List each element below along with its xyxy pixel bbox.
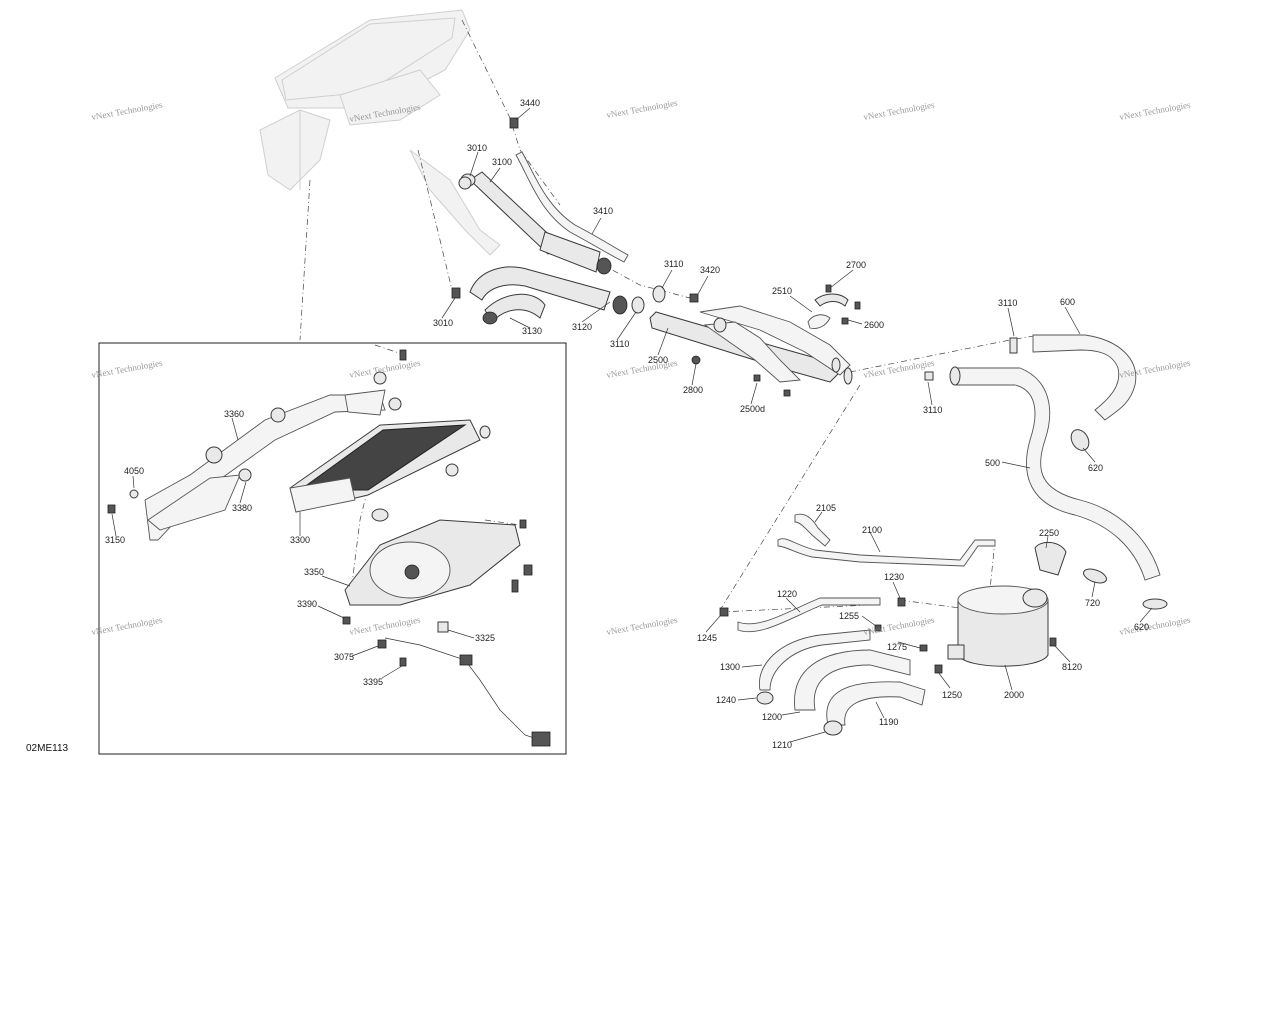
leader-lines [111, 107, 1153, 743]
callout-1250: 1250 [942, 690, 962, 700]
callout-1220: 1220 [777, 589, 797, 599]
callout-3325: 3325 [475, 633, 495, 643]
callout-1275: 1275 [887, 642, 907, 652]
ghost-radiator-assembly [259, 9, 501, 256]
callout-720: 720 [1085, 598, 1100, 608]
watermark: vNext Technologies [606, 615, 679, 637]
callout-1240: 1240 [716, 695, 736, 705]
callout-2500: 2500 [648, 355, 668, 365]
callout-2600: 2600 [864, 320, 884, 330]
callout-600: 600 [1060, 297, 1075, 307]
callout-3110: 3110 [923, 405, 942, 415]
callout-2510: 2510 [772, 286, 792, 296]
callout-3100: 3100 [492, 157, 512, 167]
callout-3110: 3110 [664, 259, 683, 269]
callout-1255: 1255 [839, 611, 859, 621]
callout-2100: 2100 [862, 525, 882, 535]
inset-radiator-detail [107, 349, 551, 747]
callout-1300: 1300 [720, 662, 740, 672]
watermark: vNext Technologies [91, 358, 164, 380]
pipe-assembly-2500 [649, 284, 934, 397]
callout-3440: 3440 [520, 98, 540, 108]
callout-3110: 3110 [610, 339, 629, 349]
watermark: vNext Technologies [349, 615, 422, 637]
watermark: vNext Technologies [91, 615, 164, 637]
callout-8120: 8120 [1062, 662, 1082, 672]
callout-3410: 3410 [593, 206, 613, 216]
callout-1245: 1245 [697, 633, 717, 643]
callout-3300: 3300 [290, 535, 310, 545]
upper-hoses [451, 117, 699, 325]
callout-620: 620 [1134, 622, 1149, 632]
callout-1200: 1200 [762, 712, 782, 722]
callout-2105: 2105 [816, 503, 836, 513]
callout-3380: 3380 [232, 503, 252, 513]
part-callouts: 3440 3010 3100 3410 3110 3420 2700 2510 … [105, 98, 1149, 750]
watermark: vNext Technologies [1119, 615, 1192, 637]
callout-3075: 3075 [334, 652, 354, 662]
callout-1190: 1190 [879, 717, 898, 727]
callout-3130: 3130 [522, 326, 542, 336]
callout-1210: 1210 [772, 740, 792, 750]
callout-3010: 3010 [467, 143, 487, 153]
callout-2250: 2250 [1039, 528, 1059, 538]
callout-620: 620 [1088, 463, 1103, 473]
watermark: vNext Technologies [91, 100, 164, 122]
callout-1230: 1230 [884, 572, 904, 582]
expansion-tank-assembly [719, 513, 1067, 736]
callout-3395: 3395 [363, 677, 383, 687]
callout-2500d: 2500d [740, 404, 765, 414]
watermark: vNext Technologies [606, 98, 679, 120]
watermark: vNext Technologies [863, 100, 936, 122]
detail-inset-frame [98, 342, 567, 755]
callout-3420: 3420 [700, 265, 720, 275]
watermark: vNext Technologies [1119, 100, 1192, 122]
callout-3150: 3150 [105, 535, 125, 545]
callout-3110: 3110 [998, 298, 1017, 308]
callout-3360: 3360 [224, 409, 244, 419]
watermarks: vNext Technologies vNext Technologies vN… [91, 98, 1192, 637]
callout-3350: 3350 [304, 567, 324, 577]
watermark: vNext Technologies [863, 615, 936, 637]
callout-4050: 4050 [124, 466, 144, 476]
callout-3010: 3010 [433, 318, 453, 328]
callout-3120: 3120 [572, 322, 592, 332]
figure-code: 02ME113 [26, 743, 69, 754]
callout-2700: 2700 [846, 260, 866, 270]
callout-500: 500 [985, 458, 1000, 468]
right-hoses [949, 334, 1168, 610]
callout-2800: 2800 [683, 385, 703, 395]
callout-2000: 2000 [1004, 690, 1024, 700]
callout-3390: 3390 [297, 599, 317, 609]
